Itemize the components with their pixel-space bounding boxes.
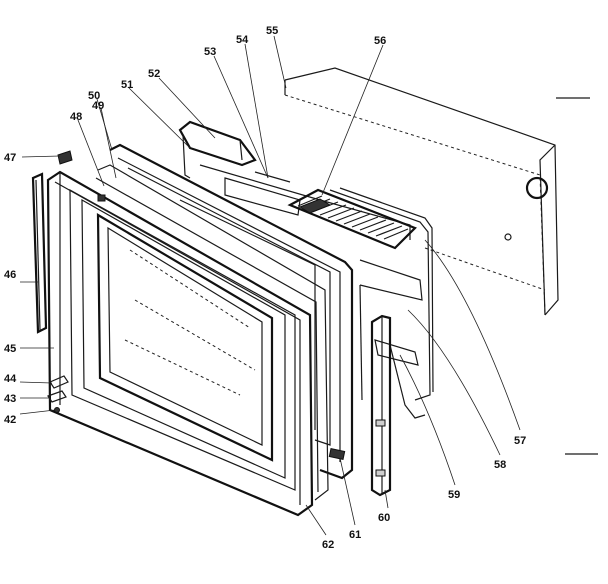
part-label-55: 55 — [266, 25, 278, 37]
part-label-51: 51 — [121, 79, 133, 91]
part-label-60: 60 — [378, 512, 390, 524]
hinge-plate-43 — [47, 390, 67, 403]
part-label-50: 50 — [88, 90, 100, 102]
part-label-53: 53 — [204, 46, 216, 58]
part-label-59: 59 — [448, 489, 460, 501]
part-label-42: 42 — [4, 414, 16, 426]
door-assembly — [46, 164, 329, 517]
leader-lines — [19, 35, 521, 536]
cabinet-screw-hole — [504, 233, 512, 241]
part-labels: 47 48 49 50 51 52 53 54 55 56 46 45 44 4… — [4, 25, 526, 551]
front-panel-frame — [109, 143, 354, 480]
oven-cavity — [178, 120, 434, 497]
part-label-49: 49 — [92, 100, 104, 112]
part-label-58: 58 — [494, 459, 506, 471]
door-trim-strip — [31, 172, 48, 334]
part-label-61: 61 — [349, 529, 361, 541]
hinge-plate-44 — [49, 375, 69, 389]
part-label-52: 52 — [148, 68, 160, 80]
part-label-48: 48 — [70, 111, 82, 123]
part-label-46: 46 — [4, 269, 16, 281]
cabinet-vent-knob — [525, 176, 549, 200]
part-label-47: 47 — [4, 152, 16, 164]
part-label-54: 54 — [236, 34, 249, 46]
hinge-hardware — [47, 150, 73, 413]
part-label-43: 43 — [4, 393, 16, 405]
part-label-57: 57 — [514, 435, 526, 447]
part-label-45: 45 — [4, 343, 16, 355]
hinge-pin-47 — [57, 150, 73, 165]
part-label-56: 56 — [374, 35, 386, 47]
cabinet-body — [284, 67, 598, 455]
part-label-62: 62 — [322, 539, 334, 551]
part-label-44: 44 — [4, 373, 17, 385]
screw-42 — [54, 407, 60, 413]
